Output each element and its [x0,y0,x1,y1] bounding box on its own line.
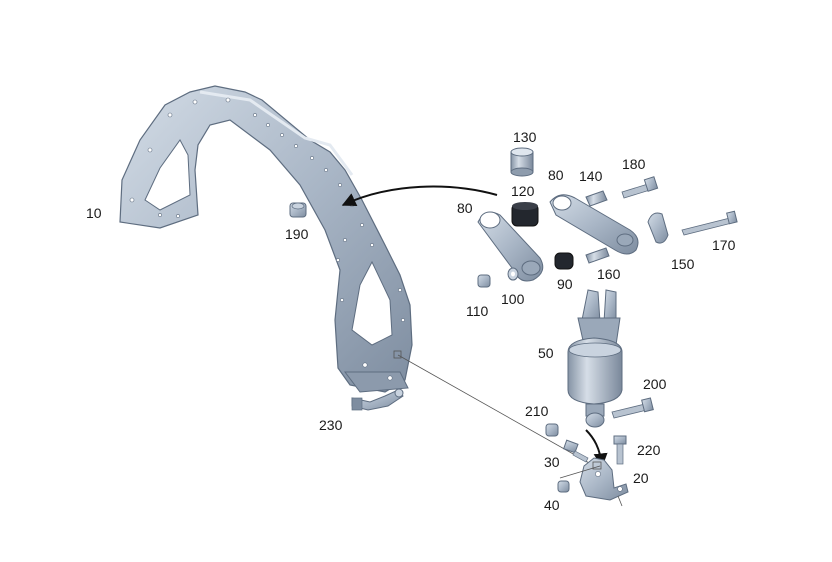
label-90: 90 [557,276,573,292]
label-190: 190 [285,226,309,242]
part-80-link-right [549,194,639,255]
label-100: 100 [501,291,525,307]
label-80-right: 80 [548,167,564,183]
label-200: 200 [643,376,667,392]
part-110-nut [477,274,491,288]
part-40-nut [557,480,570,493]
label-20: 20 [633,470,649,486]
label-110: 110 [466,303,489,319]
part-180-bolt [621,176,659,199]
part-90-bushing [554,252,574,270]
part-20-bracket [559,457,629,507]
part-220-bolt [613,435,627,465]
label-120: 120 [511,183,535,199]
part-130-sleeve [510,147,534,177]
part-170-bolt [681,210,738,236]
label-180: 180 [622,156,646,172]
leader-marker-frame [393,350,402,359]
label-130: 130 [513,129,537,145]
part-120-bushing [511,202,539,227]
assembly-arrow-upper [341,185,498,207]
part-200-bolt [611,397,654,419]
part-190-nut [289,202,307,218]
part-140-pin [585,190,608,207]
part-80-link-left [477,211,544,282]
label-230: 230 [319,417,343,433]
part-100-washer [507,267,519,281]
label-80-left: 80 [457,200,473,216]
callout-labels: 10 190 230 130 120 80 80 140 180 170 150… [86,129,736,513]
part-10-frame [119,85,413,393]
part-210-nut [545,423,559,437]
label-140: 140 [579,168,603,184]
part-150-clip [647,212,669,244]
label-40: 40 [544,497,560,513]
label-170: 170 [712,237,736,253]
part-50-air-spring [567,289,623,428]
part-30-bolt [563,439,589,463]
label-210: 210 [525,403,549,419]
part-230-clamp [351,388,404,411]
label-150: 150 [671,256,695,272]
label-220: 220 [637,442,661,458]
label-10: 10 [86,205,102,221]
part-160-pin [585,247,610,264]
label-160: 160 [597,266,621,282]
label-30: 30 [544,454,560,470]
label-50: 50 [538,345,554,361]
